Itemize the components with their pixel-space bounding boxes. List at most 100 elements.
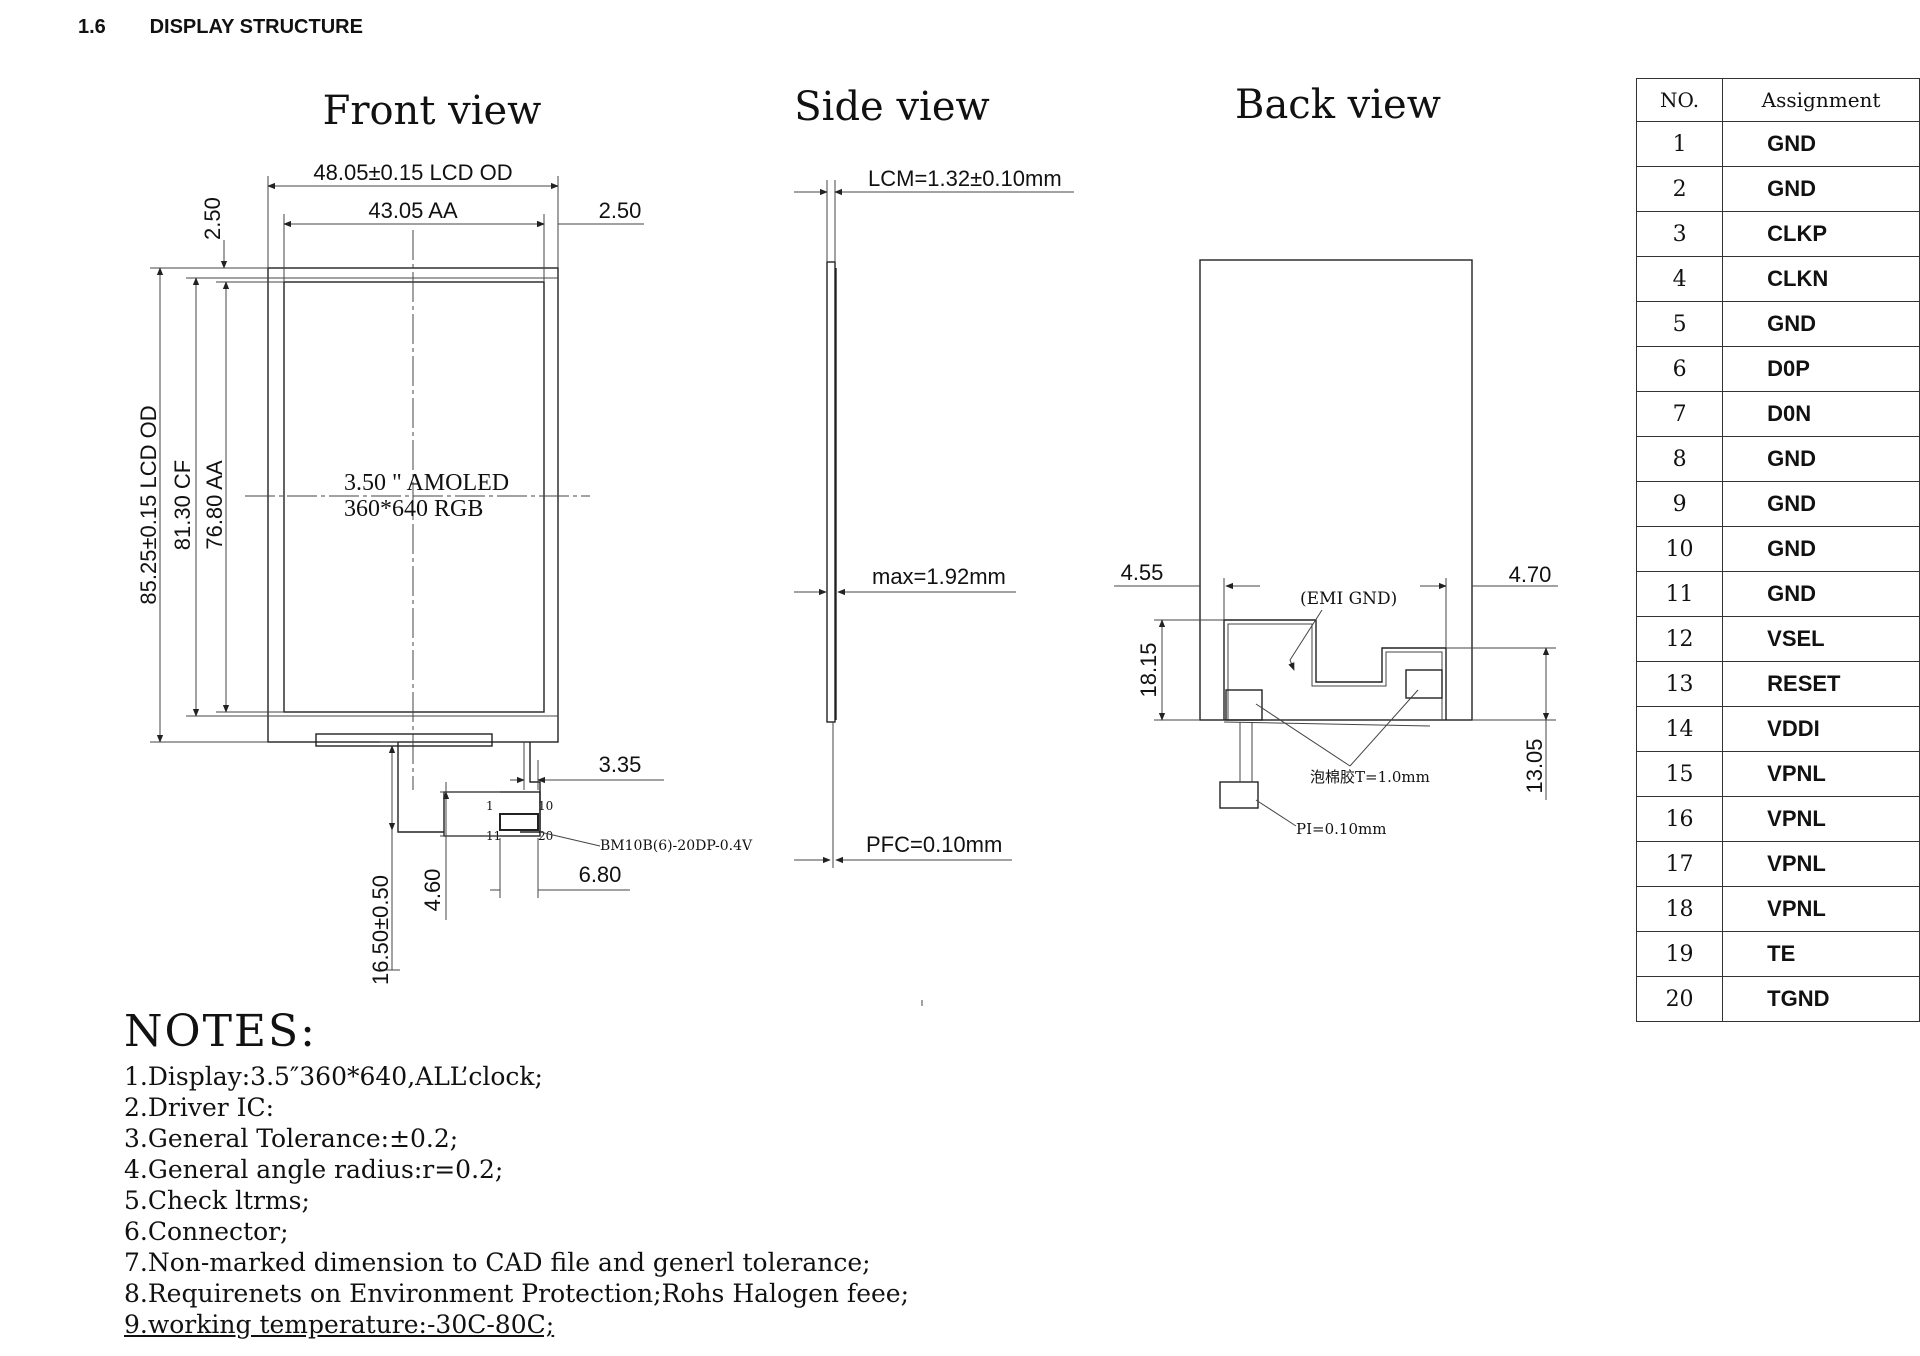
pin-signal: CLKP: [1722, 211, 1920, 257]
pin-number: 3: [1635, 211, 1724, 257]
dim-connector-width: 6.80: [579, 862, 622, 887]
front-view-title: Front view: [323, 88, 542, 134]
pin-number: 5: [1635, 301, 1724, 347]
pin-signal: GND: [1722, 526, 1920, 572]
pin-signal: GND: [1722, 121, 1920, 167]
dim-fpc-length: 16.50±0.50: [368, 875, 393, 985]
note-item: 9.working temperature:-30C-80C;: [124, 1310, 555, 1339]
connector: [499, 813, 539, 831]
pin-number: 13: [1635, 661, 1724, 707]
pin-signal: TE: [1722, 931, 1920, 977]
pin-label-20: 20: [538, 829, 553, 843]
connector-part-label: BM10B(6)-20DP-0.4V: [600, 838, 753, 854]
back-view-title: Back view: [1235, 82, 1441, 128]
dim-right-margin: 2.50: [599, 198, 642, 223]
section-heading: 1.6 DISPLAY STRUCTURE: [78, 16, 363, 39]
section-title: DISPLAY STRUCTURE: [149, 16, 363, 38]
foam-label: 泡棉胶T=1.0mm: [1310, 768, 1430, 786]
note-item: 3.General Tolerance:±0.2;: [124, 1124, 459, 1153]
pin-signal: CLKN: [1722, 256, 1920, 302]
side-view-title: Side view: [794, 84, 990, 130]
pin-number: 15: [1635, 751, 1724, 797]
dim-back-left: 4.55: [1121, 560, 1164, 585]
back-view: (EMI GND) 泡棉胶T=1.0mm PI=0.10mm 4.55 4.70…: [1114, 259, 1558, 838]
dim-aa-width: 43.05 AA: [368, 198, 458, 223]
pin-signal: RESET: [1722, 661, 1920, 707]
dim-cf-height: 81.30 CF: [170, 460, 195, 551]
side-max-thickness: max=1.92mm: [872, 564, 1006, 589]
note-item: 4.General angle radius:r=0.2;: [124, 1155, 504, 1184]
pin-number: 11: [1635, 571, 1724, 617]
pin-number: 16: [1635, 796, 1724, 842]
dim-lcd-od-height: 85.25±0.15 LCD OD: [136, 405, 161, 604]
header-no: NO.: [1635, 78, 1724, 122]
pin-number: 7: [1635, 391, 1724, 437]
note-item: 7.Non-marked dimension to CAD file and g…: [124, 1248, 871, 1277]
pin-number: 9: [1635, 481, 1724, 527]
pin-number: 8: [1635, 436, 1724, 482]
pin-signal: GND: [1722, 481, 1920, 527]
pi-tab: [1219, 781, 1259, 809]
pin-number: 2: [1635, 166, 1724, 212]
note-item: 6.Connector;: [124, 1217, 289, 1246]
pin-signal: D0P: [1722, 346, 1920, 392]
side-pfc-thickness: PFC=0.10mm: [866, 832, 1002, 857]
pin-signal: D0N: [1722, 391, 1920, 437]
dim-top-margin: 2.50: [200, 197, 225, 240]
pin-signal: GND: [1722, 301, 1920, 347]
dim-aa-height: 76.80 AA: [202, 460, 227, 550]
pin-signal: TGND: [1722, 976, 1920, 1022]
panel-label-resolution: 360*640 RGB: [344, 496, 483, 522]
foam-pad-left: [1225, 689, 1263, 721]
front-view: 3.50 " AMOLED 360*640 RGB 48.05±0.15 LCD…: [136, 160, 753, 985]
active-area: [283, 281, 545, 713]
section-number: 1.6: [78, 16, 106, 38]
pin-signal: GND: [1722, 436, 1920, 482]
pi-label: PI=0.10mm: [1296, 820, 1386, 838]
dim-connector-offset: 3.35: [599, 752, 642, 777]
side-view: LCM=1.32±0.10mm max=1.92mm PFC=0.10mm: [794, 166, 1074, 868]
pin-number: 6: [1635, 346, 1724, 392]
pin-number: 19: [1635, 931, 1724, 977]
pin-signal: VPNL: [1722, 886, 1920, 932]
pin-number: 18: [1635, 886, 1724, 932]
panel-label-size: 3.50 " AMOLED: [344, 470, 509, 496]
pin-label-10: 10: [538, 799, 553, 813]
pin-number: 1: [1635, 121, 1724, 167]
pin-signal: GND: [1722, 166, 1920, 212]
note-item: 1.Display:3.5″360*640,ALL’clock;: [124, 1062, 543, 1091]
pin-number: 12: [1635, 616, 1724, 662]
dim-back-height-2: 13.05: [1522, 738, 1547, 793]
pin-signal: VSEL: [1722, 616, 1920, 662]
back-outline: [1199, 259, 1473, 721]
pin-table-header: NO. Assignment: [1635, 78, 1920, 122]
dim-lcd-od-width: 48.05±0.15 LCD OD: [313, 160, 512, 185]
note-item: 5.Check ltrms;: [124, 1186, 310, 1215]
header-assignment: Assignment: [1722, 78, 1920, 122]
emi-gnd-label: (EMI GND): [1300, 589, 1397, 609]
pin-number: 4: [1635, 256, 1724, 302]
pin-signal: VPNL: [1722, 796, 1920, 842]
side-profile: [826, 261, 836, 723]
